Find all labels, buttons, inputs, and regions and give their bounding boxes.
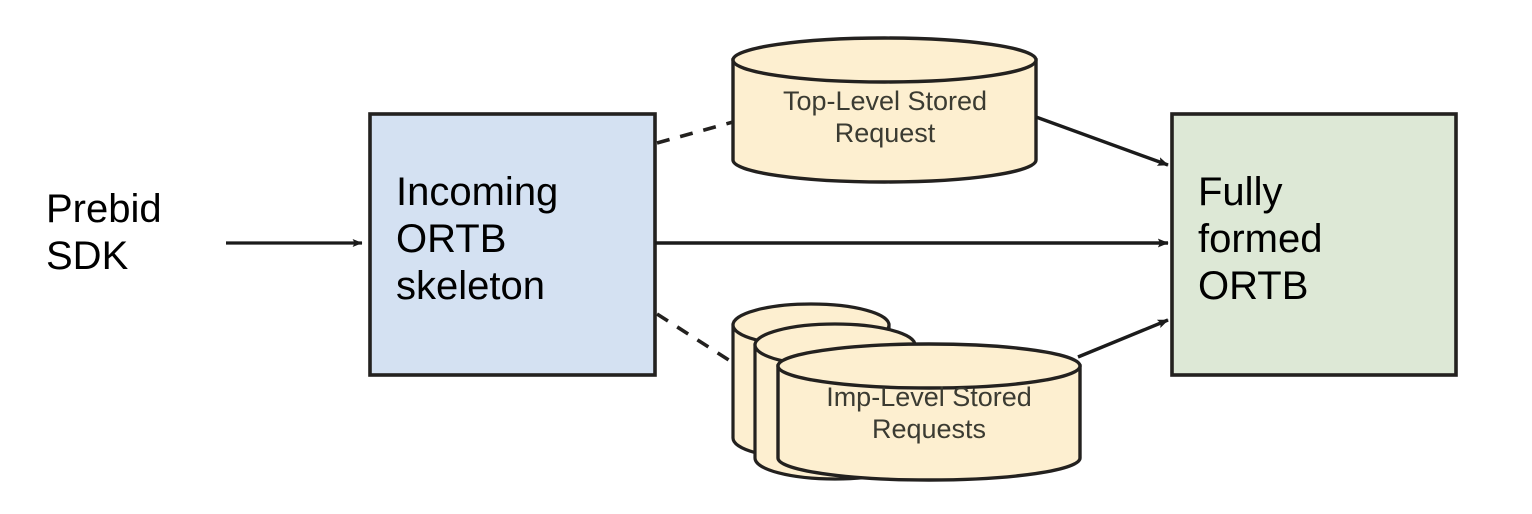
edge-process-to-imp-store xyxy=(656,312,736,366)
imp-store-cylinder-front xyxy=(776,342,1082,482)
edge-process-to-top-store xyxy=(656,120,734,145)
edge-top-store-to-output xyxy=(1035,115,1169,167)
fully-formed-ortb-box xyxy=(1170,112,1458,377)
edge-imp-store-to-output xyxy=(1077,318,1169,359)
incoming-ortb-box xyxy=(368,112,657,377)
top-store-cylinder xyxy=(731,36,1038,184)
